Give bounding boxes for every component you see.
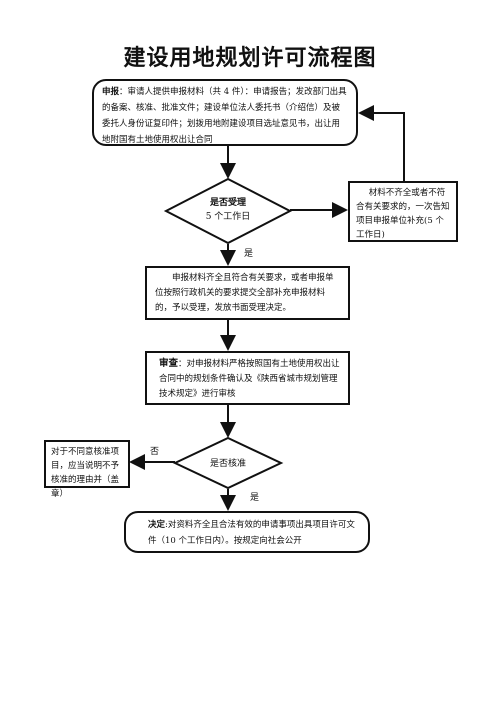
accepted-text: 申报材料齐全且符合有关要求，或者申报单位按照行政机关的要求提交全部补充申报材料的…: [155, 273, 334, 313]
reject-text: 对于不同意核准项目，应当说明不予核准的理由并（盖章）: [51, 447, 120, 499]
yes-label-2: 是: [250, 493, 260, 503]
decide-text: :对资料齐全且合法有效的申请事项出具项目许可文件（10 个工作日内）。按规定向社…: [148, 520, 355, 546]
decide-head: 决定: [148, 520, 166, 530]
apply-box: 申报：审请人提供申报材料（共 4 件）：申请报告；发改部门出具的备案、核准、批准…: [92, 79, 358, 146]
decide-box: 决定:对资料齐全且合法有效的申请事项出具项目许可文件（10 个工作日内）。按规定…: [124, 511, 370, 553]
arrow-incomplete-loop: [358, 105, 405, 181]
incomplete-box: 材料不齐全或者不符合有关要求的，一次告知项目申报单位补充(5 个工作日): [348, 181, 458, 242]
decision-approve-label: 是否核准: [209, 459, 246, 469]
decision-accept-shape: [163, 177, 293, 245]
yes-label-1: 是: [244, 249, 254, 259]
incomplete-text: 材料不齐全或者不符合有关要求的，一次告知项目申报单位补充(5 个工作日): [356, 188, 450, 240]
decision-accept-label: 是否受理 5 个工作日: [176, 196, 280, 224]
decision-approve-shape: [172, 436, 284, 490]
review-text: ：对申报材料严格按照国有土地使用权出让合同中的规划条件确认及《陕西省城市规划管理…: [159, 359, 340, 399]
decision-accept-line2: 5 个工作日: [205, 212, 251, 222]
review-box: 审查：对申报材料严格按照国有土地使用权出让合同中的规划条件确认及《陕西省城市规划…: [145, 351, 350, 405]
no-label: 否: [150, 447, 160, 457]
apply-head: 申报: [102, 87, 120, 97]
reject-box: 对于不同意核准项目，应当说明不予核准的理由并（盖章）: [44, 440, 130, 499]
accepted-box: 申报材料齐全且符合有关要求，或者申报单位按照行政机关的要求提交全部补充申报材料的…: [145, 266, 350, 320]
page-title: 建设用地规划许可流程图: [123, 46, 377, 71]
review-head: 审查: [159, 358, 179, 369]
apply-text: ：审请人提供申报材料（共 4 件）：申请报告；发改部门出具的备案、核准、批准文件…: [102, 87, 347, 145]
decision-accept-line1: 是否受理: [209, 198, 246, 208]
